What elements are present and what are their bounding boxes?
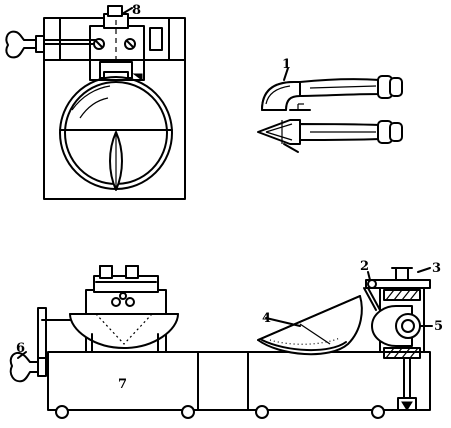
- label-3: 3: [432, 261, 441, 276]
- right-grinding-unit: 2 3 5: [360, 259, 443, 411]
- curved-knife: 1: [261, 57, 403, 111]
- label-5: 5: [434, 319, 443, 334]
- tilted-grinding-bowl: 4: [257, 295, 363, 356]
- label-6: 6: [16, 341, 25, 356]
- label-1: 1: [282, 57, 291, 72]
- label-7: 7: [118, 377, 127, 392]
- top-view-grinder-head: 8: [5, 3, 186, 200]
- straight-knife: [257, 119, 403, 153]
- label-2: 2: [360, 259, 369, 274]
- label-4: 4: [262, 311, 271, 326]
- crank-handle: 6: [9, 307, 71, 383]
- knife-tools: 1: [257, 57, 403, 153]
- label-8: 8: [132, 3, 141, 18]
- left-bowl-assembly: [69, 265, 179, 353]
- side-knob-handle: [5, 30, 101, 59]
- machine-side-view: 7 6: [9, 259, 443, 419]
